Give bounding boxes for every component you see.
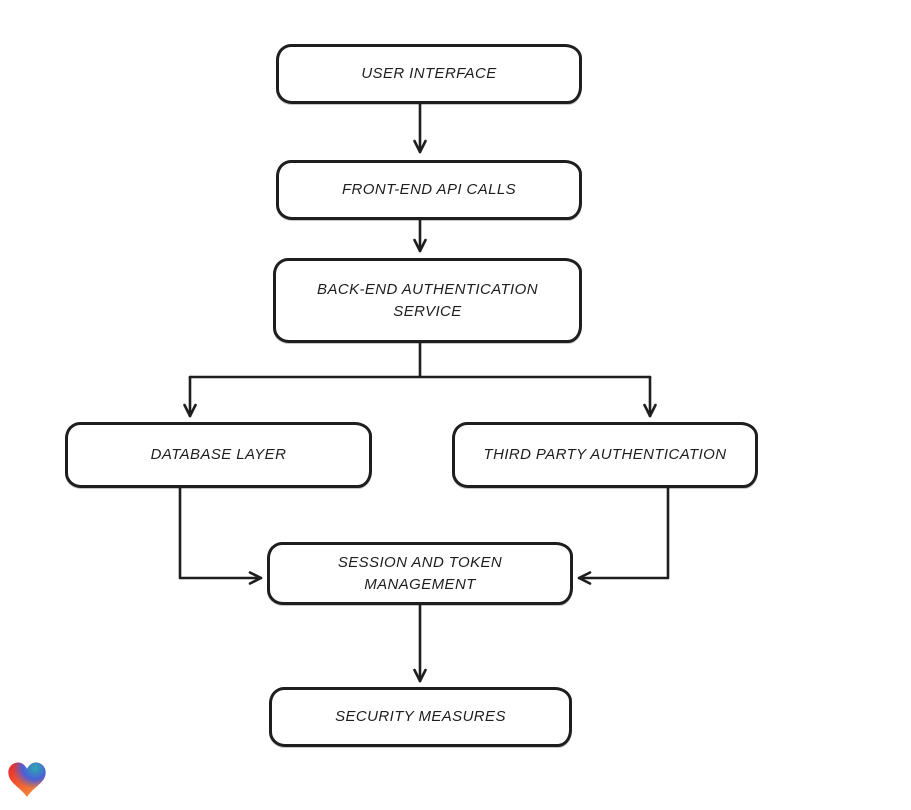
gradient-heart-logo [8,762,46,797]
heart-icon [8,762,46,797]
edge-third-party-authentication-to-session-and-token-management [577,486,670,585]
node-session-and-token-management: SESSION AND TOKEN MANAGEMENT [267,542,573,605]
edge-branch-trunk [188,340,652,379]
node-front-end-api-calls: FRONT-END API CALLS [276,160,582,220]
node-security-measures: SECURITY MEASURES [269,687,572,747]
edge-database-layer-to-session-and-token-management [178,486,263,585]
node-third-party-authentication: THIRD PARTY AUTHENTICATION [452,422,758,488]
node-back-end-authentication-service: BACK-END AUTHENTICATION SERVICE [273,258,582,343]
node-database-layer: DATABASE LAYER [65,422,372,488]
node-user-interface: USER INTERFACE [276,44,582,104]
